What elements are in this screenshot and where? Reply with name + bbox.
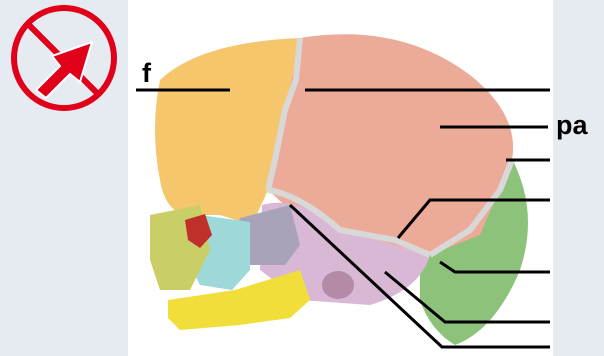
label-frontal: f	[142, 58, 151, 89]
no-cursor-icon	[14, 8, 114, 108]
external-ear-canal	[322, 271, 354, 299]
label-parietal: pa	[556, 110, 588, 141]
